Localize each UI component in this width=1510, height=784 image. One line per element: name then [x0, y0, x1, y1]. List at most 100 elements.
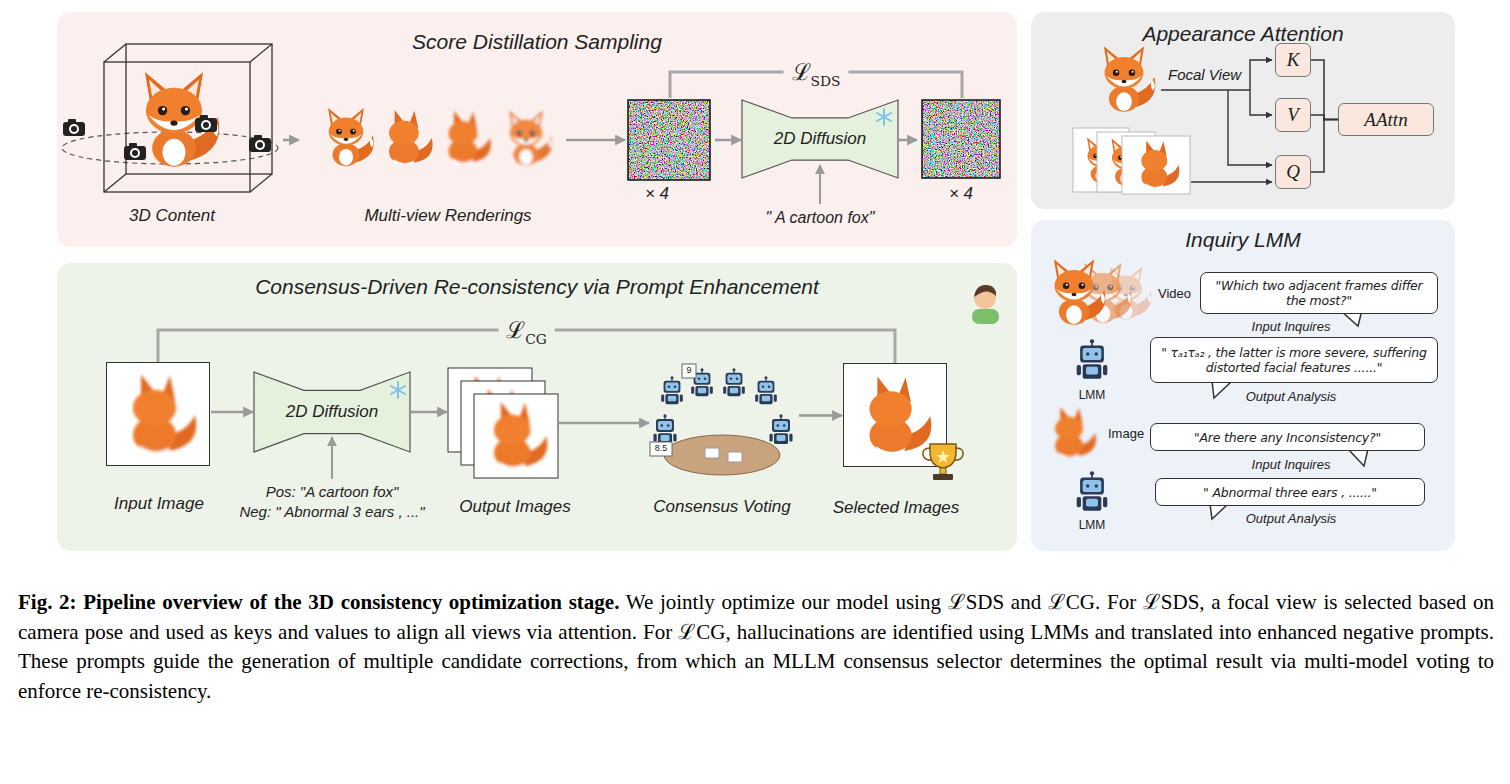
- negative-prompt: Neg: " Abnormal 3 ears , ...": [239, 503, 424, 521]
- voting-table: [664, 435, 780, 475]
- bubble-caption: Output Analysis: [1246, 511, 1337, 526]
- frozen-icon: [877, 109, 891, 125]
- image-ground: [106, 362, 210, 466]
- connector: [899, 139, 917, 142]
- bubble-caption: Input Inquires: [1252, 457, 1331, 472]
- connector: [670, 72, 962, 98]
- symbol-text: Q: [1286, 161, 1300, 183]
- figure-label: Input Image: [114, 494, 204, 514]
- content-figure: 3D Content: [96, 40, 282, 230]
- positive-prompt: Pos: "A cartoon fox": [266, 483, 399, 501]
- connector: [559, 422, 649, 425]
- query-box: Q: [1275, 155, 1311, 189]
- bubble-tail: [1210, 504, 1228, 519]
- noise-latent: [922, 100, 1000, 178]
- figure-label: Selected Images: [833, 498, 960, 518]
- multiplier-label: × 4: [949, 184, 973, 204]
- connector: [715, 139, 741, 142]
- bubble-text: " Abnormal three ears , ......": [1195, 482, 1385, 503]
- paper: [705, 448, 719, 458]
- fox-view: [509, 111, 552, 166]
- model-label: LMM: [1079, 388, 1106, 402]
- camera-icon: [124, 143, 146, 160]
- connector: [211, 411, 253, 414]
- image-stack: Output Images: [448, 368, 558, 478]
- candidate-fox: [494, 402, 547, 468]
- frozen-icon: [391, 382, 405, 398]
- appearance-attention-illustration: [1073, 46, 1272, 194]
- caption-heading: Fig. 2: Pipeline overview of the 3D cons…: [18, 590, 619, 614]
- connector: [1311, 60, 1338, 120]
- camera-icon: [195, 115, 217, 132]
- person-icon: [972, 285, 999, 324]
- fox-view: [1141, 141, 1179, 188]
- modality-label: Image: [1108, 426, 1144, 442]
- attention-wires: [1161, 60, 1272, 182]
- score-card: 8.5: [655, 443, 668, 454]
- symbol-text: K: [1287, 49, 1300, 71]
- lmm-robot: [1077, 471, 1108, 511]
- fox-model: [145, 72, 219, 167]
- score-card-shape: [650, 442, 672, 456]
- figure-label: Consensus Voting: [653, 497, 790, 517]
- consensus-panel: Consensus-Driven Re-consistency via Prom…: [57, 263, 1017, 551]
- figure-label: Output Images: [459, 497, 571, 517]
- panel-title: Consensus-Driven Re-consistency via Prom…: [57, 275, 1017, 299]
- bubble-tail: [1340, 310, 1362, 326]
- loss-label: ℒSDS: [784, 55, 849, 89]
- camera-icon: [249, 135, 271, 152]
- symbol-text: V: [1287, 104, 1299, 126]
- bubble-tail: [1212, 381, 1232, 398]
- loss-label: ℒCG: [498, 313, 555, 347]
- speech-bubble: " Abnormal three ears , ......"Output An…: [1155, 478, 1425, 506]
- key-box: K: [1275, 43, 1311, 77]
- camera-icon: [63, 119, 85, 136]
- attention-box: AAttn: [1338, 103, 1434, 136]
- fox-view: [389, 110, 433, 164]
- bubble-text: " τₐ₁τₐ₂ , the latter is more severe, su…: [1151, 342, 1437, 378]
- text-prompt: " A cartoon fox": [766, 208, 875, 227]
- connector: [566, 139, 625, 142]
- bubble-caption: Output Analysis: [1246, 389, 1337, 404]
- speech-bubble: "Are there any Inconsistency?"Input Inqu…: [1150, 423, 1425, 451]
- inquiry-illustration: [1054, 259, 1368, 519]
- fox-view: [328, 108, 374, 166]
- voting-figure: Consensus Voting: [650, 364, 798, 480]
- noise-latent: [628, 100, 710, 180]
- trophy-icon: [923, 444, 963, 480]
- connector: [283, 139, 299, 142]
- diffusion-model: 2D Diffusion: [742, 100, 898, 178]
- 3d-content-illustration: [62, 44, 278, 192]
- fox-view: [449, 111, 491, 163]
- diffusion-model: 2D Diffusion: [254, 372, 410, 452]
- connector: [1311, 120, 1338, 173]
- consensus-illustration: [106, 285, 999, 479]
- panel-title: Appearance Attention: [1031, 22, 1455, 46]
- noise-images: [628, 100, 1000, 180]
- paper: [728, 452, 742, 462]
- bubble-text: "Which two adjacent frames differ the mo…: [1201, 275, 1437, 311]
- model-label: LMM: [1079, 518, 1106, 532]
- bubble-caption: Input Inquires: [1252, 319, 1331, 334]
- prompt-arrow: [819, 165, 821, 204]
- bubble-tail: [1348, 449, 1368, 466]
- renderings-figure: Multi-view Renderings: [300, 80, 565, 230]
- noise-border: [628, 100, 710, 180]
- score-card: 9: [686, 365, 691, 376]
- model-name: 2D Diffusion: [286, 402, 379, 422]
- value-box: V: [1275, 98, 1311, 132]
- rendering-views: [328, 108, 552, 166]
- hallucinated-fox: [133, 375, 196, 453]
- speech-bubble: " τₐ₁τₐ₂ , the latter is more severe, su…: [1150, 337, 1438, 383]
- panel-title: Inquiry LMM: [1031, 228, 1455, 252]
- prompt-arrow: [331, 437, 333, 479]
- view-frame: [1122, 136, 1190, 194]
- lmm-robot: [1077, 339, 1108, 379]
- noise-block: × 4: [626, 98, 714, 206]
- subscript: SDS: [811, 73, 841, 89]
- score-card-shape: [682, 364, 696, 378]
- speech-bubble: "Which two adjacent frames differ the mo…: [1200, 272, 1438, 314]
- output-frame: [474, 394, 558, 478]
- connector: [799, 414, 842, 417]
- model-name: 2D Diffusion: [774, 129, 867, 149]
